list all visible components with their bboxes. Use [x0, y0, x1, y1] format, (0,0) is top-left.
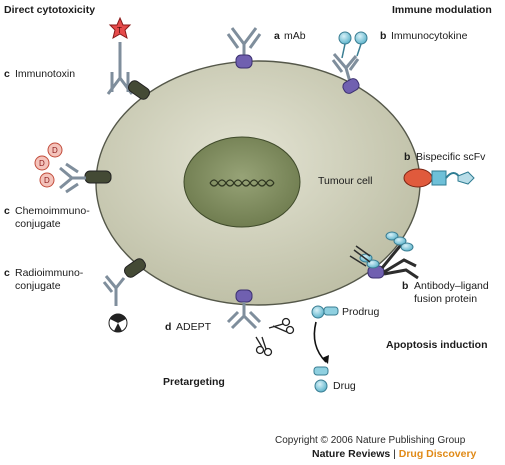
radio-label-line2: conjugate — [15, 280, 61, 292]
immunocytokine-letter: b — [380, 30, 386, 42]
svg-text:D: D — [52, 146, 58, 155]
heading-immune-modulation: Immune modulation — [392, 4, 492, 16]
immunotoxin-label: Immunotoxin — [15, 68, 75, 80]
radioimmunoconjugate — [102, 258, 146, 333]
fusion-letter: b — [402, 280, 408, 292]
prodrug-label: Prodrug — [342, 306, 380, 318]
mab-label: mAb — [284, 30, 306, 42]
bispecific-scfv — [403, 168, 475, 188]
chemo-letter: c — [4, 205, 10, 217]
chemo-label-line2: conjugate — [15, 218, 61, 230]
chemoimmunoconjugate: D D D — [34, 142, 112, 194]
bispecific-label: Bispecific scFv — [416, 151, 486, 163]
immunotoxin: T — [106, 16, 150, 100]
svg-text:D: D — [44, 176, 50, 185]
scissors-icon — [255, 317, 295, 357]
heading-pretargeting: Pretargeting — [163, 376, 225, 388]
svg-text:D: D — [39, 159, 45, 168]
radio-label-line1: Radioimmuno- — [15, 267, 84, 279]
dna-helix-icon — [209, 179, 275, 187]
toxin-star-icon — [108, 16, 132, 40]
fusion-label-line1: Antibody–ligand — [414, 280, 489, 292]
immunocytokine-label: Immunocytokine — [391, 30, 468, 42]
immunotoxin-letter: c — [4, 68, 10, 80]
conversion-arrow — [313, 321, 327, 363]
immunocytokine — [331, 31, 368, 94]
drug-payload-icon — [34, 142, 63, 188]
adept-letter: d — [165, 321, 171, 333]
drug-icon — [313, 366, 329, 393]
fusion-label-line2: fusion protein — [414, 293, 477, 305]
adept-label: ADEPT — [176, 321, 212, 333]
journal-credit: Nature Reviews | Drug Discovery — [312, 448, 477, 460]
copyright-line: Copyright © 2006 Nature Publishing Group — [275, 435, 466, 446]
tumour-cell-label: Tumour cell — [318, 175, 372, 187]
drug-label: Drug — [333, 380, 356, 392]
mab-letter: a — [274, 30, 280, 42]
adept-antibody — [226, 289, 295, 357]
prodrug-icon — [311, 305, 339, 319]
heading-direct-cytotoxicity: Direct cytotoxicity — [4, 4, 95, 16]
chemo-label-line1: Chemoimmuno- — [15, 205, 90, 217]
radio-letter: c — [4, 267, 10, 279]
heading-apoptosis-induction: Apoptosis induction — [386, 339, 488, 351]
mab-antibody — [226, 27, 262, 69]
antibody-ligand-fusion — [349, 231, 419, 280]
toxin-letter: T — [117, 26, 122, 35]
bispecific-letter: b — [404, 151, 410, 163]
